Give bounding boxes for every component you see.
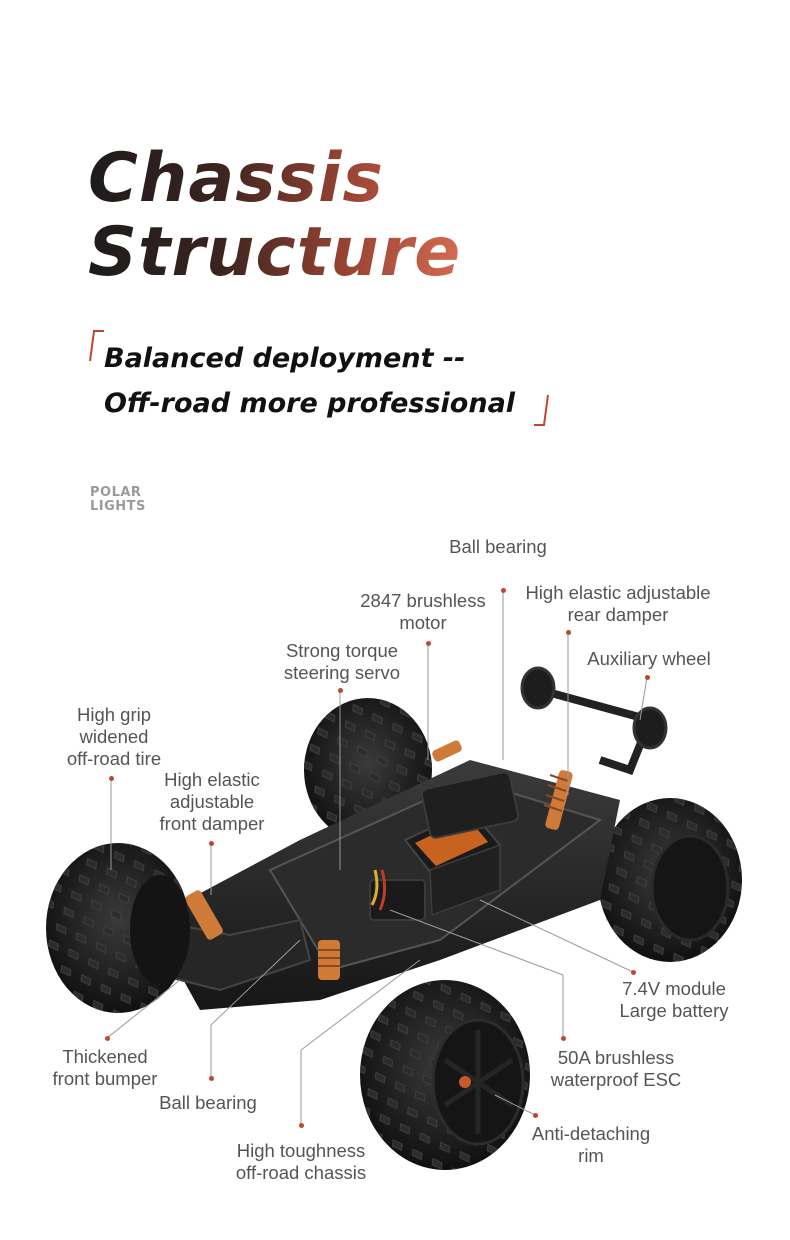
dot-steering-servo bbox=[338, 688, 343, 693]
esc-unit bbox=[369, 869, 426, 921]
label-steering-servo: Strong torque steering servo bbox=[283, 640, 401, 683]
subtitle-line-2: Off-road more professional bbox=[104, 388, 516, 419]
brand-logo: POLAR LIGHTS bbox=[90, 486, 146, 514]
dot-esc bbox=[561, 1036, 566, 1041]
dot-auxiliary-wheel bbox=[645, 675, 650, 680]
front-damper bbox=[185, 890, 340, 980]
dot-front-damper bbox=[209, 841, 214, 846]
subtitle-line-1: Balanced deployment -- bbox=[104, 343, 466, 374]
label-front-damper: High elastic adjustable front damper bbox=[159, 769, 265, 834]
dot-offroad-tire bbox=[109, 776, 114, 781]
label-front-bumper: Thickened front bumper bbox=[52, 1046, 158, 1089]
front-right-tire bbox=[360, 980, 530, 1170]
label-anti-detach-rim: Anti-detaching rim bbox=[531, 1123, 651, 1166]
brand-line-2: LIGHTS bbox=[90, 499, 146, 514]
motor-cover bbox=[420, 771, 520, 839]
label-auxiliary-wheel: Auxiliary wheel bbox=[587, 648, 711, 669]
dot-chassis bbox=[299, 1123, 304, 1128]
rear-right-tire bbox=[598, 798, 742, 962]
label-rear-damper: High elastic adjustable rear damper bbox=[525, 582, 711, 625]
dot-battery bbox=[631, 970, 636, 975]
front-left-tire bbox=[46, 843, 190, 1013]
label-ball-bearing-top: Ball bearing bbox=[449, 536, 547, 557]
open-bracket-icon bbox=[89, 330, 104, 362]
label-chassis: High toughness off-road chassis bbox=[235, 1140, 367, 1183]
brand-line-1: POLAR bbox=[90, 485, 142, 500]
dot-front-bumper bbox=[105, 1036, 110, 1041]
label-esc: 50A brushless waterproof ESC bbox=[550, 1047, 682, 1090]
dot-anti-detach-rim bbox=[533, 1113, 538, 1118]
dot-rear-damper bbox=[501, 588, 506, 593]
rear-damper bbox=[543, 770, 573, 830]
dot-rear-damper-2 bbox=[566, 630, 571, 635]
label-offroad-tire: High grip widened off-road tire bbox=[66, 704, 162, 769]
dot-ball-bearing-bottom bbox=[209, 1076, 214, 1081]
label-brushless-motor: 2847 brushless motor bbox=[360, 590, 486, 633]
close-bracket-icon bbox=[534, 394, 549, 426]
wheelie-bar bbox=[520, 666, 668, 775]
label-battery: 7.4V module Large battery bbox=[619, 978, 729, 1021]
dot-motor bbox=[426, 641, 431, 646]
subtitle: Balanced deployment -- Off-road more pro… bbox=[104, 336, 515, 426]
label-ball-bearing-bottom: Ball bearing bbox=[159, 1092, 257, 1113]
